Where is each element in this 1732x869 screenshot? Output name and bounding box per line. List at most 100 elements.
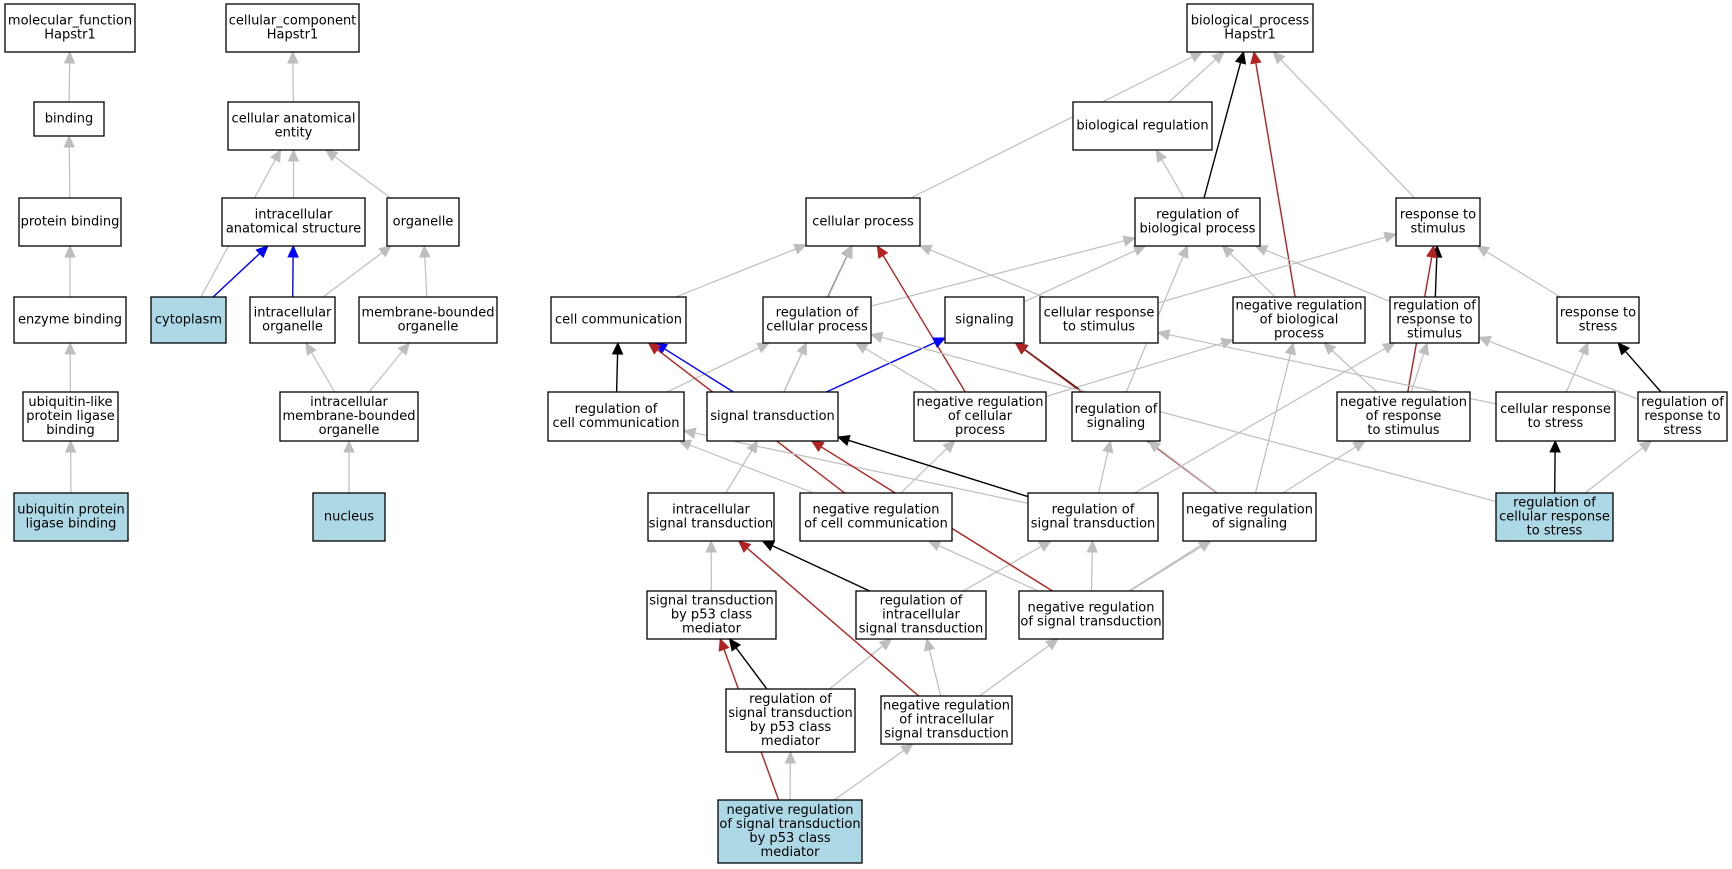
edge-line <box>1486 251 1561 298</box>
node-box <box>312 492 386 542</box>
node-label-line: binding <box>45 112 93 127</box>
node-label-line: by p53 class <box>749 831 831 846</box>
edge-is-a-st-to-regcp <box>783 341 807 393</box>
node-box <box>1018 590 1164 640</box>
edge-line <box>1584 447 1643 494</box>
node-label-line: entity <box>275 126 313 141</box>
node-nucleus[interactable]: nucleus <box>312 492 386 542</box>
edge-is-a-regst-to-regresp <box>1134 342 1396 494</box>
edge-is-a-regist-to-regst <box>962 540 1052 592</box>
node-label-line: of signal transduction <box>1020 615 1161 630</box>
node-label-line: molecular_function <box>8 14 132 29</box>
edge-line <box>334 156 391 199</box>
node-box <box>1232 296 1366 344</box>
node-label-line: regulation of <box>880 594 963 609</box>
edge-is-a-negst-to-negsig <box>1129 540 1212 592</box>
node-box <box>550 296 687 344</box>
node-binding[interactable]: binding <box>33 101 105 137</box>
edge-line <box>962 545 1042 592</box>
edge-arrowhead <box>1638 440 1653 453</box>
node-label-line: membrane-bounded <box>361 306 494 321</box>
node-label-line: intracellular <box>254 306 332 321</box>
node-cytoplasm[interactable]: cytoplasm <box>150 296 227 344</box>
node-box <box>762 296 872 344</box>
node-label-line: ubiquitin protein <box>17 503 125 518</box>
edge-line <box>675 248 797 298</box>
edge-part-of-st-to-cellcomm <box>654 342 734 393</box>
edge-line <box>979 645 1050 697</box>
node-box <box>249 296 336 344</box>
node-label-line: signal transduction <box>884 727 1009 742</box>
edge-arrowhead <box>64 244 76 258</box>
node-bioreg[interactable]: biological regulation <box>1072 101 1213 151</box>
edge-arrowhead <box>1155 148 1168 163</box>
node-label-line: organelle <box>393 215 454 230</box>
edge-line <box>1255 62 1296 298</box>
node-label-line: of cellular <box>948 409 1013 424</box>
node-label-line: regulation of <box>1513 496 1596 511</box>
node-enzbind[interactable]: enzyme binding <box>13 296 127 344</box>
edge-arrowhead <box>1254 245 1269 256</box>
edge-arrowhead <box>1323 342 1337 356</box>
edge-line <box>1265 249 1391 303</box>
edge-is-a-negcc-to-regcc <box>678 439 815 494</box>
edge-arrowhead <box>796 341 807 356</box>
node-cellproc[interactable]: cellular process <box>805 197 921 247</box>
node-label-line: cellular response <box>1499 510 1610 525</box>
edge-line <box>1090 551 1093 592</box>
node-label-line: regulation of <box>575 402 658 417</box>
node-label-line: mediator <box>682 622 742 637</box>
node-label-line: regulation of <box>1641 395 1724 410</box>
node-cellcomm[interactable]: cell communication <box>550 296 687 344</box>
node-protbind[interactable]: protein binding <box>18 197 122 247</box>
edge-line <box>826 341 936 393</box>
edge-line <box>1168 58 1216 103</box>
node-label-line: response to <box>1644 409 1720 424</box>
edge-line <box>746 547 920 697</box>
node-signaling[interactable]: signaling <box>944 296 1025 344</box>
edge-arrowhead <box>841 244 853 259</box>
edge-line <box>1157 236 1386 304</box>
node-label-line: ligase binding <box>26 517 117 532</box>
edge-arrowhead <box>1211 51 1225 65</box>
node-box <box>1072 101 1213 151</box>
edge-arrowhead <box>737 540 752 553</box>
edge-arrowhead <box>1045 638 1059 651</box>
node-st[interactable]: signal transduction <box>706 391 839 442</box>
node-organelle[interactable]: organelle <box>386 197 460 247</box>
